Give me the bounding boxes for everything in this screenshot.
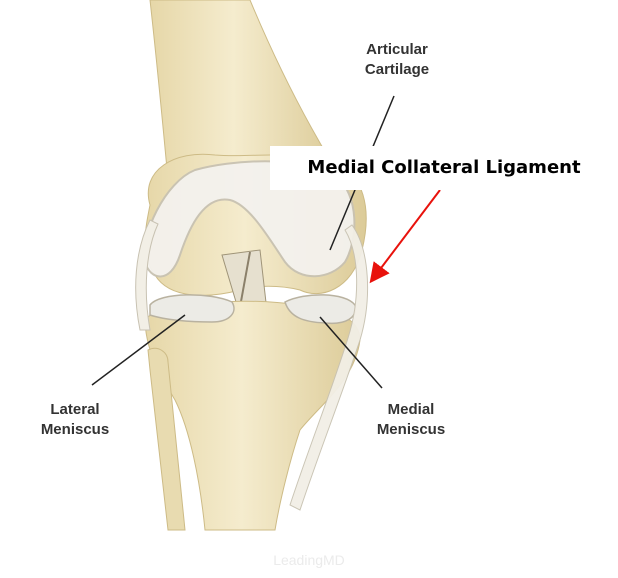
lateral-meniscus-label: Lateral Meniscus [20, 400, 130, 440]
medial-meniscus-label-line2: Meniscus [356, 420, 466, 440]
articular-cartilage-label: Articular Cartilage [342, 40, 452, 80]
lateral-meniscus-shape [150, 295, 234, 322]
medial-meniscus-label: Medial Meniscus [356, 400, 466, 440]
articular-cartilage-label-line2: Cartilage [342, 60, 452, 80]
watermark: LeadingMD [0, 552, 618, 568]
lateral-meniscus-label-line2: Meniscus [20, 420, 130, 440]
medial-collateral-ligament-arrow [372, 190, 440, 280]
articular-cartilage-label-line1: Articular [342, 40, 452, 60]
medial-collateral-ligament-label: Medial Collateral Ligament [270, 146, 618, 190]
lateral-meniscus-label-line1: Lateral [20, 400, 130, 420]
medial-meniscus-label-line1: Medial [356, 400, 466, 420]
